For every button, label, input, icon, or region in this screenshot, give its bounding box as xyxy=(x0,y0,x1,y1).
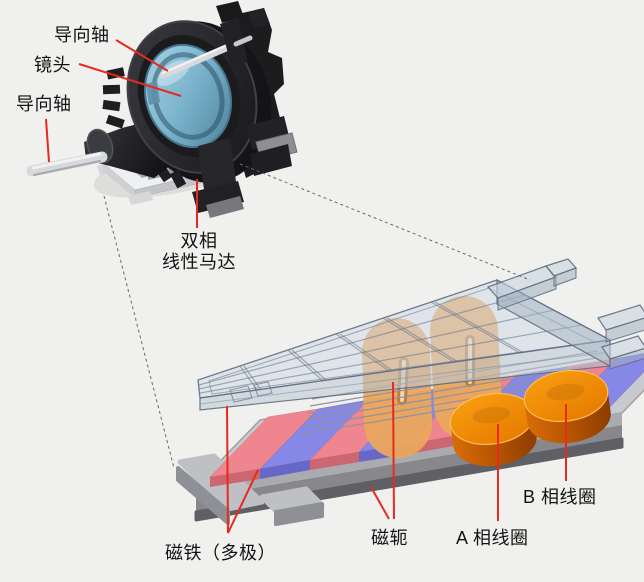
linear-motor-exploded-render xyxy=(176,258,644,526)
label-phase-a-coil: A 相线圈 xyxy=(456,528,529,548)
phase-b-coil-render xyxy=(523,369,611,444)
label-motor-line2: 线性马达 xyxy=(162,252,236,272)
label-motor: 双相 线性马达 xyxy=(140,231,258,273)
housing-side-blocks xyxy=(246,116,298,176)
frame-tab-right xyxy=(597,304,644,343)
connector-dashed-lines xyxy=(103,163,531,469)
leader-guide-shaft-top xyxy=(115,39,169,72)
yoke-tab-front xyxy=(259,486,325,526)
frame-tab-lower-right xyxy=(601,335,644,370)
label-yoke: 磁轭 xyxy=(371,528,408,548)
label-phase-b-coil: B 相线圈 xyxy=(523,487,597,507)
frame-tab-top-right xyxy=(486,258,578,311)
phase-a-coil-render xyxy=(449,392,537,467)
frame-left-notches xyxy=(229,381,273,403)
label-lens: 镜头 xyxy=(34,55,71,75)
connector-line-right xyxy=(239,163,531,281)
leader-lens xyxy=(78,63,182,97)
label-magnet-multipole: 磁铁（多极） xyxy=(165,543,276,563)
label-guide-shaft-top: 导向轴 xyxy=(54,25,110,45)
lens-module-render xyxy=(26,1,298,218)
label-guide-shaft-left: 导向轴 xyxy=(16,94,72,114)
guide-shaft-left-render xyxy=(26,151,108,177)
leader-yoke-2 xyxy=(370,486,390,520)
leader-guide-shaft-left xyxy=(45,118,50,163)
leader-magnet-1 xyxy=(226,405,229,534)
housing-top-tab-2 xyxy=(248,8,270,29)
label-motor-line1: 双相 xyxy=(180,231,218,251)
leader-lines xyxy=(45,39,567,534)
connector-line-left xyxy=(103,195,175,469)
guide-shaft-top-render xyxy=(159,18,253,79)
leader-yoke-1 xyxy=(392,381,395,520)
housing-top-tab-1 xyxy=(216,1,244,23)
housing-support xyxy=(192,138,244,218)
slider-frame-translucent xyxy=(197,258,644,411)
leader-magnet-2 xyxy=(227,469,259,534)
